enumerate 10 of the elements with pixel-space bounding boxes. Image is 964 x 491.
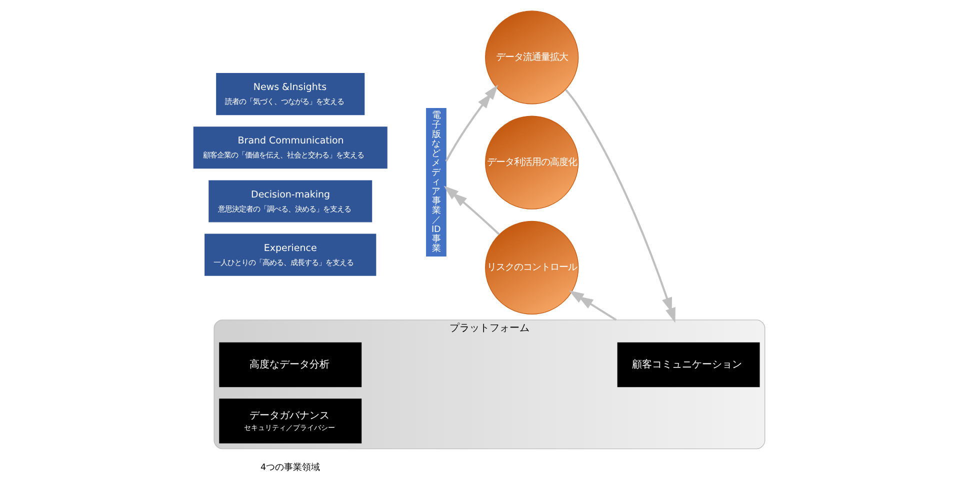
- node-box: 顧客コミュニケーション: [617, 342, 760, 388]
- label: 4つの事業領域: [260, 463, 320, 474]
- node-circle: リスクのコントロール: [485, 220, 579, 315]
- arrow: [564, 89, 676, 323]
- arrow: [445, 84, 498, 162]
- node-circle: データ利活用の高度化: [485, 116, 579, 210]
- node-box: 高度なデータ分析: [219, 342, 362, 388]
- arrow: [444, 186, 500, 236]
- node-box: 電子版などメディア事業／ID事業: [426, 108, 446, 257]
- arrow: [568, 290, 617, 321]
